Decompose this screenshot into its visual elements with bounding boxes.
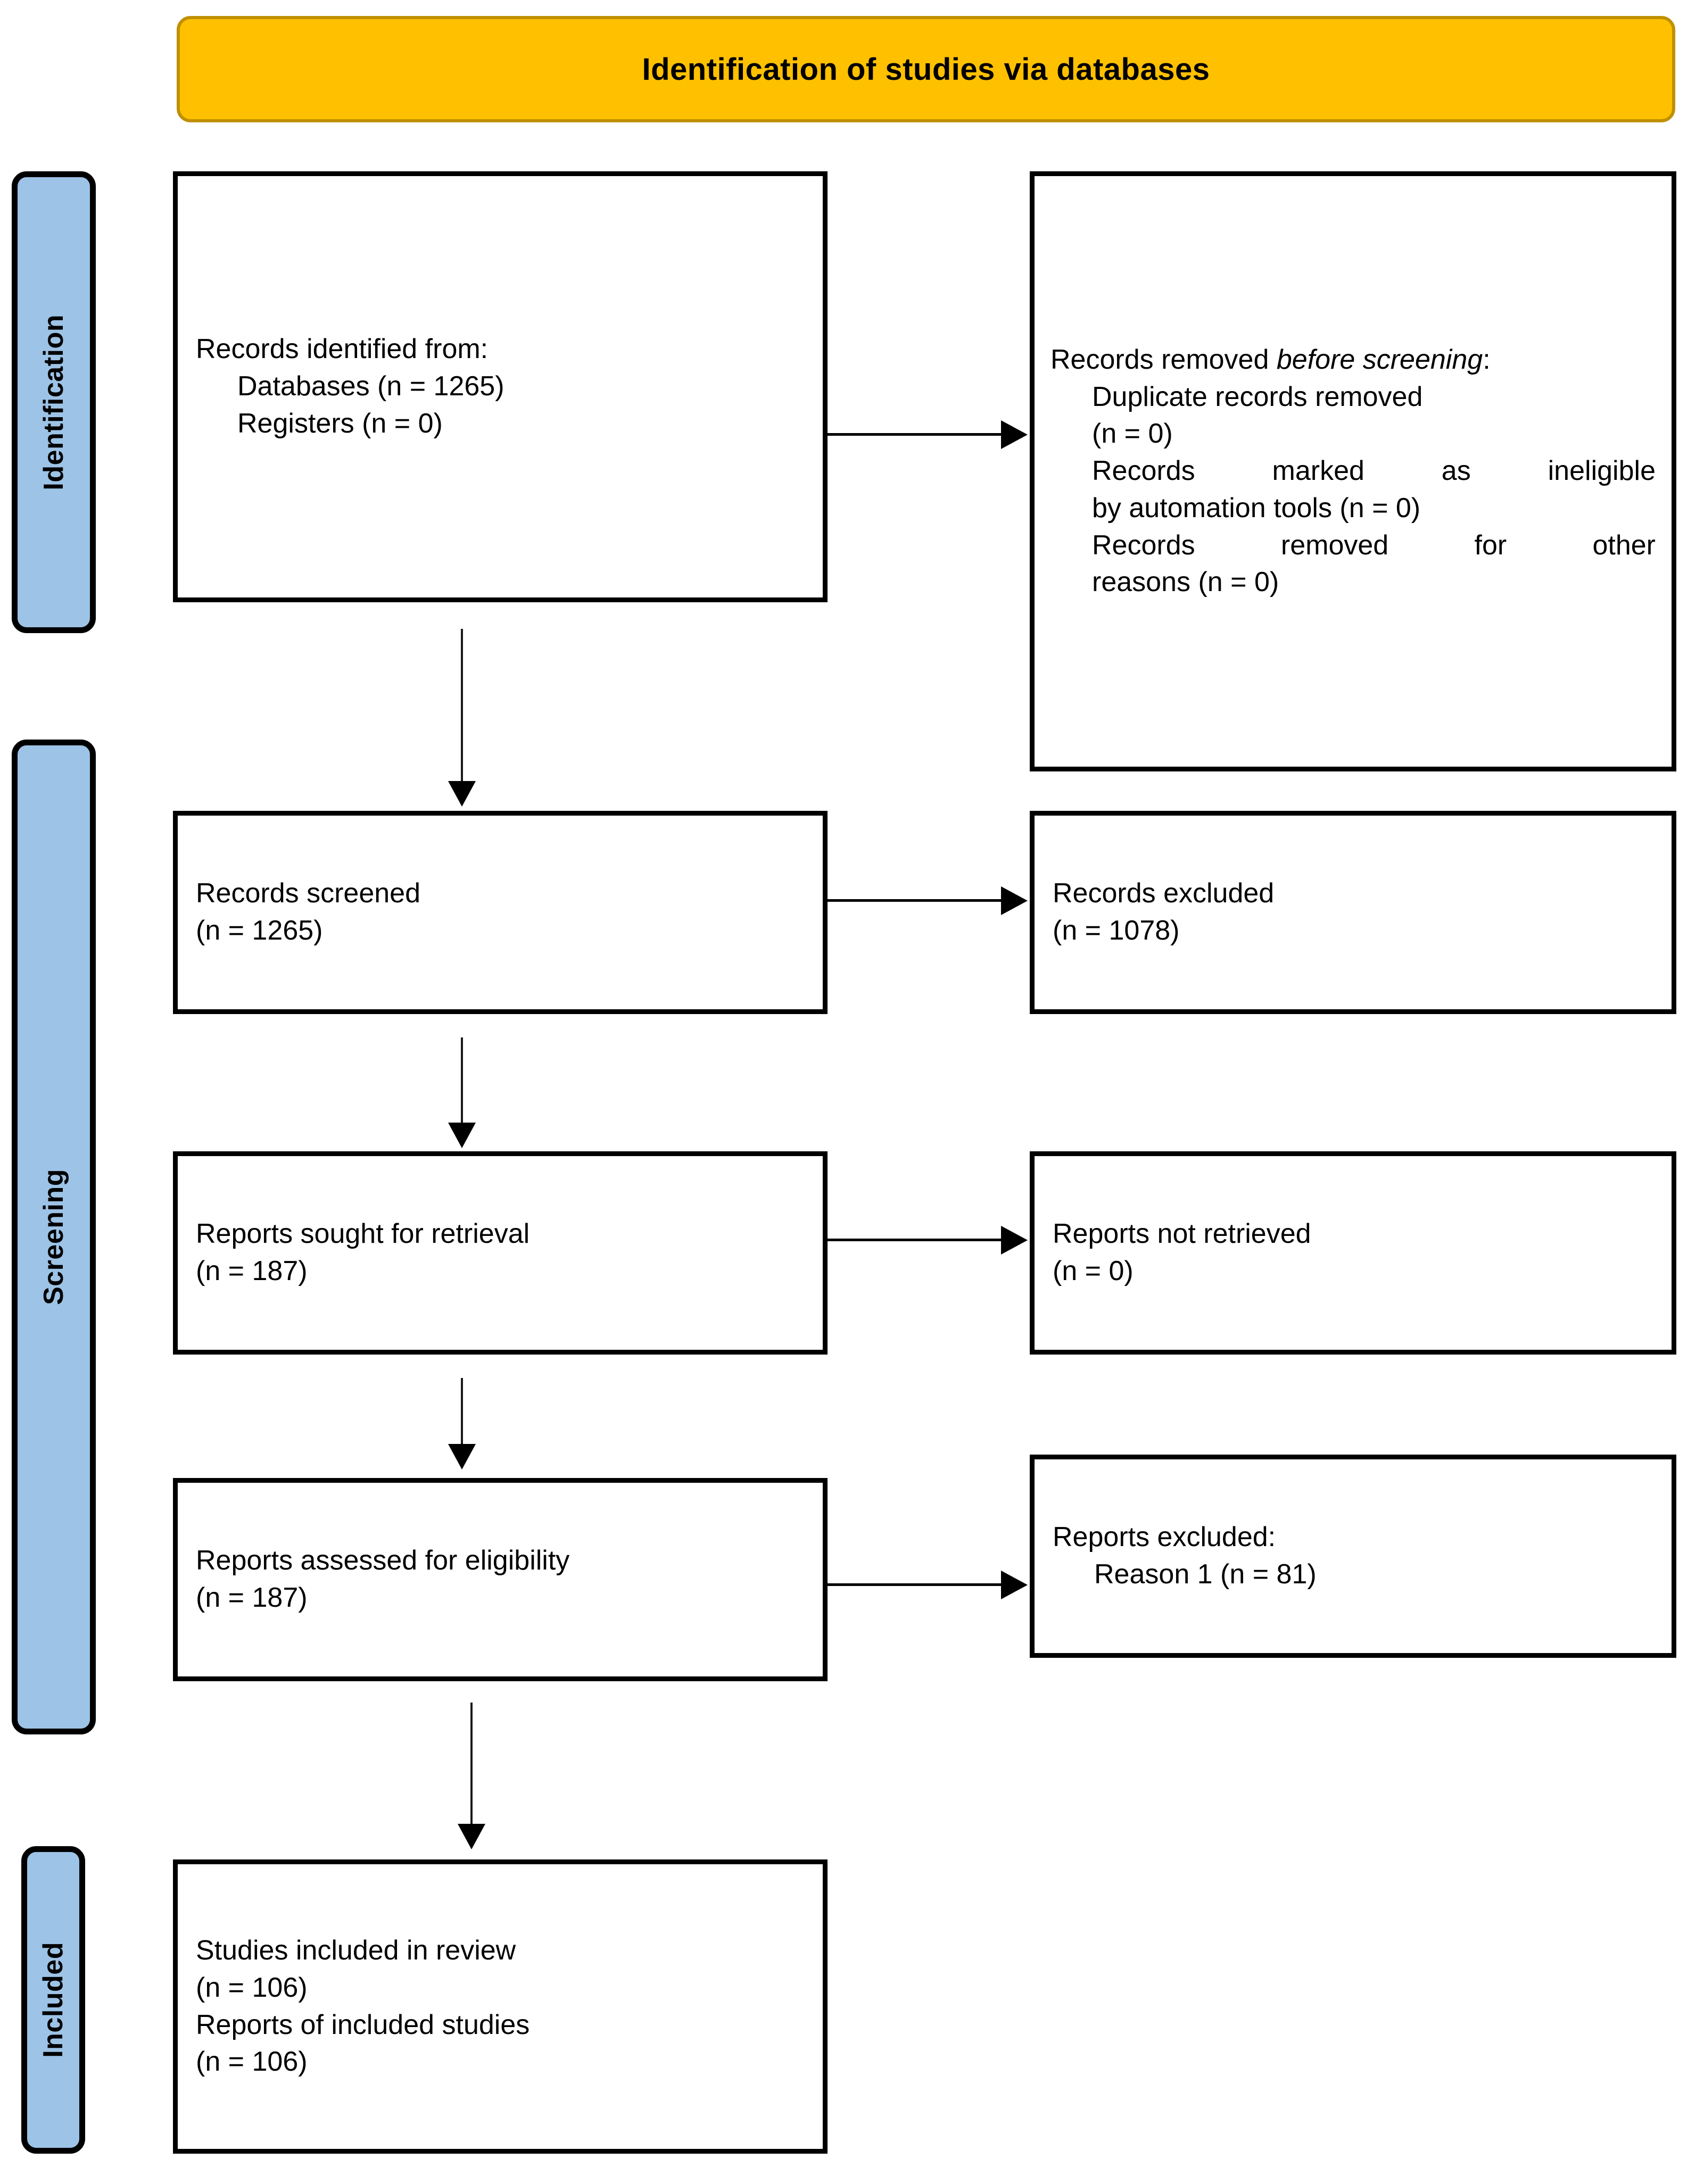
box-records-identified: Records identified from: Databases (n = …: [173, 171, 828, 602]
reports-not-retrieved-count: (n = 0): [1053, 1256, 1134, 1286]
box-records-excluded: Records excluded (n = 1078): [1030, 811, 1676, 1014]
box-reports-sought: Reports sought for retrieval (n = 187): [173, 1151, 828, 1355]
arrow-screened-to-excluded-head: [1001, 886, 1028, 915]
arrow-sought-to-not-retrieved-line: [828, 1239, 1003, 1241]
records-removed-item-other-count: reasons (n = 0): [1092, 567, 1279, 598]
box-records-removed: Records removed before screening: Duplic…: [1030, 171, 1676, 771]
reports-assessed-heading: Reports assessed for eligibility: [196, 1545, 570, 1576]
arrow-assessed-to-included-head: [458, 1824, 485, 1849]
records-removed-item-other: Records removed for other: [1092, 529, 1656, 561]
arrow-identified-to-screened-head: [448, 781, 476, 807]
stage-label-screening: Screening: [12, 740, 96, 1734]
header-banner: Identification of studies via databases: [177, 16, 1675, 122]
records-removed-heading-suffix: :: [1483, 344, 1491, 376]
records-removed-item-automation: by automation tools (n = 0): [1092, 492, 1421, 524]
reports-sought-heading: Reports sought for retrieval: [196, 1218, 530, 1250]
stage-label-included-text: Included: [38, 1942, 69, 2058]
records-screened-heading: Records screened: [196, 878, 420, 909]
banner-title: Identification of studies via databases: [642, 52, 1210, 87]
stage-label-identification-text: Identification: [38, 314, 69, 491]
reports-not-retrieved-heading: Reports not retrieved: [1053, 1218, 1311, 1250]
arrow-identified-to-removed-line: [828, 433, 1003, 436]
reports-excluded-heading: Reports excluded:: [1053, 1522, 1276, 1553]
arrow-identified-to-screened-line: [461, 629, 463, 784]
records-screened-count: (n = 1265): [196, 915, 323, 946]
arrow-assessed-to-excluded-line: [828, 1583, 1003, 1586]
records-removed-heading: Records removed before screening:: [1050, 342, 1656, 379]
box-reports-assessed: Reports assessed for eligibility (n = 18…: [173, 1478, 828, 1681]
records-removed-item-duplicate-count: (n = 0): [1092, 418, 1173, 450]
arrow-identified-to-removed-head: [1001, 420, 1028, 449]
records-identified-item-registers: Registers (n = 0): [237, 408, 443, 439]
box-reports-not-retrieved: Reports not retrieved (n = 0): [1030, 1151, 1676, 1355]
arrow-sought-to-assessed-line: [461, 1378, 463, 1447]
stage-label-identification: Identification: [12, 171, 96, 633]
arrow-screened-to-excluded-line: [828, 899, 1003, 902]
records-excluded-heading: Records excluded: [1053, 878, 1275, 909]
box-studies-included: Studies included in review (n = 106) Rep…: [173, 1859, 828, 2154]
reports-excluded-reason: Reason 1 (n = 81): [1094, 1559, 1317, 1590]
records-identified-heading: Records identified from:: [196, 334, 489, 365]
box-records-screened: Records screened (n = 1265): [173, 811, 828, 1014]
box-reports-excluded-reasons: Reports excluded: Reason 1 (n = 81): [1030, 1455, 1676, 1658]
stage-label-included: Included: [21, 1846, 85, 2154]
records-identified-item-databases: Databases (n = 1265): [237, 371, 504, 402]
records-removed-heading-italic: before screening: [1276, 344, 1483, 376]
studies-included-count: (n = 106): [196, 1972, 308, 2003]
arrow-screened-to-sought-line: [461, 1037, 463, 1126]
reports-sought-count: (n = 187): [196, 1256, 308, 1286]
arrow-assessed-to-included-line: [470, 1703, 473, 1827]
arrow-assessed-to-excluded-head: [1001, 1571, 1028, 1599]
reports-of-included-heading: Reports of included studies: [196, 2009, 530, 2040]
arrow-sought-to-assessed-head: [448, 1444, 476, 1469]
stage-label-screening-text: Screening: [38, 1169, 69, 1305]
records-removed-heading-prefix: Records removed: [1050, 344, 1277, 376]
records-removed-item-duplicate: Duplicate records removed: [1092, 381, 1423, 412]
reports-assessed-count: (n = 187): [196, 1582, 308, 1613]
studies-included-heading: Studies included in review: [196, 1935, 516, 1966]
records-excluded-count: (n = 1078): [1053, 915, 1180, 946]
arrow-sought-to-not-retrieved-head: [1001, 1226, 1028, 1255]
arrow-screened-to-sought-head: [448, 1123, 476, 1148]
records-removed-item-ineligible: Records marked as ineligible: [1092, 455, 1656, 487]
reports-of-included-count: (n = 106): [196, 2046, 308, 2078]
